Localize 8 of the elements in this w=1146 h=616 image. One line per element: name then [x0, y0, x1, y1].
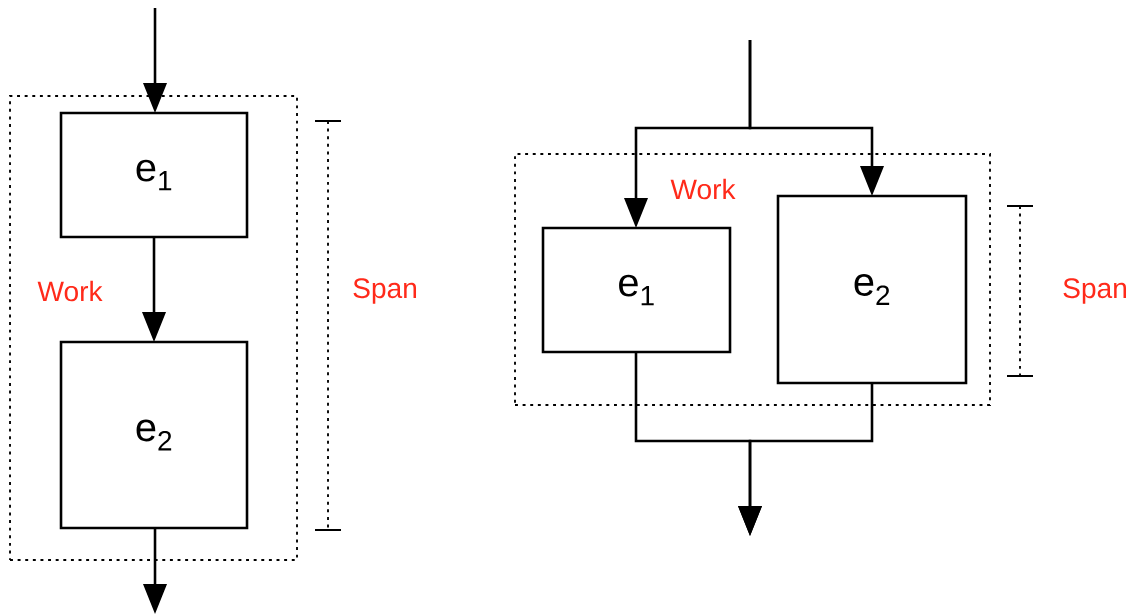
- region-label: Work: [670, 178, 736, 200]
- task-box: e$_{2}$: [776, 194, 968, 385]
- task-box: e$_{1}$: [541, 226, 732, 354]
- task-box: e$_{2}$: [59, 340, 249, 530]
- task-box: e$_{1}$: [59, 111, 249, 239]
- span-label: Span: [1063, 278, 1126, 304]
- span-label: Span: [353, 278, 416, 304]
- region-label: Work: [37, 280, 103, 302]
